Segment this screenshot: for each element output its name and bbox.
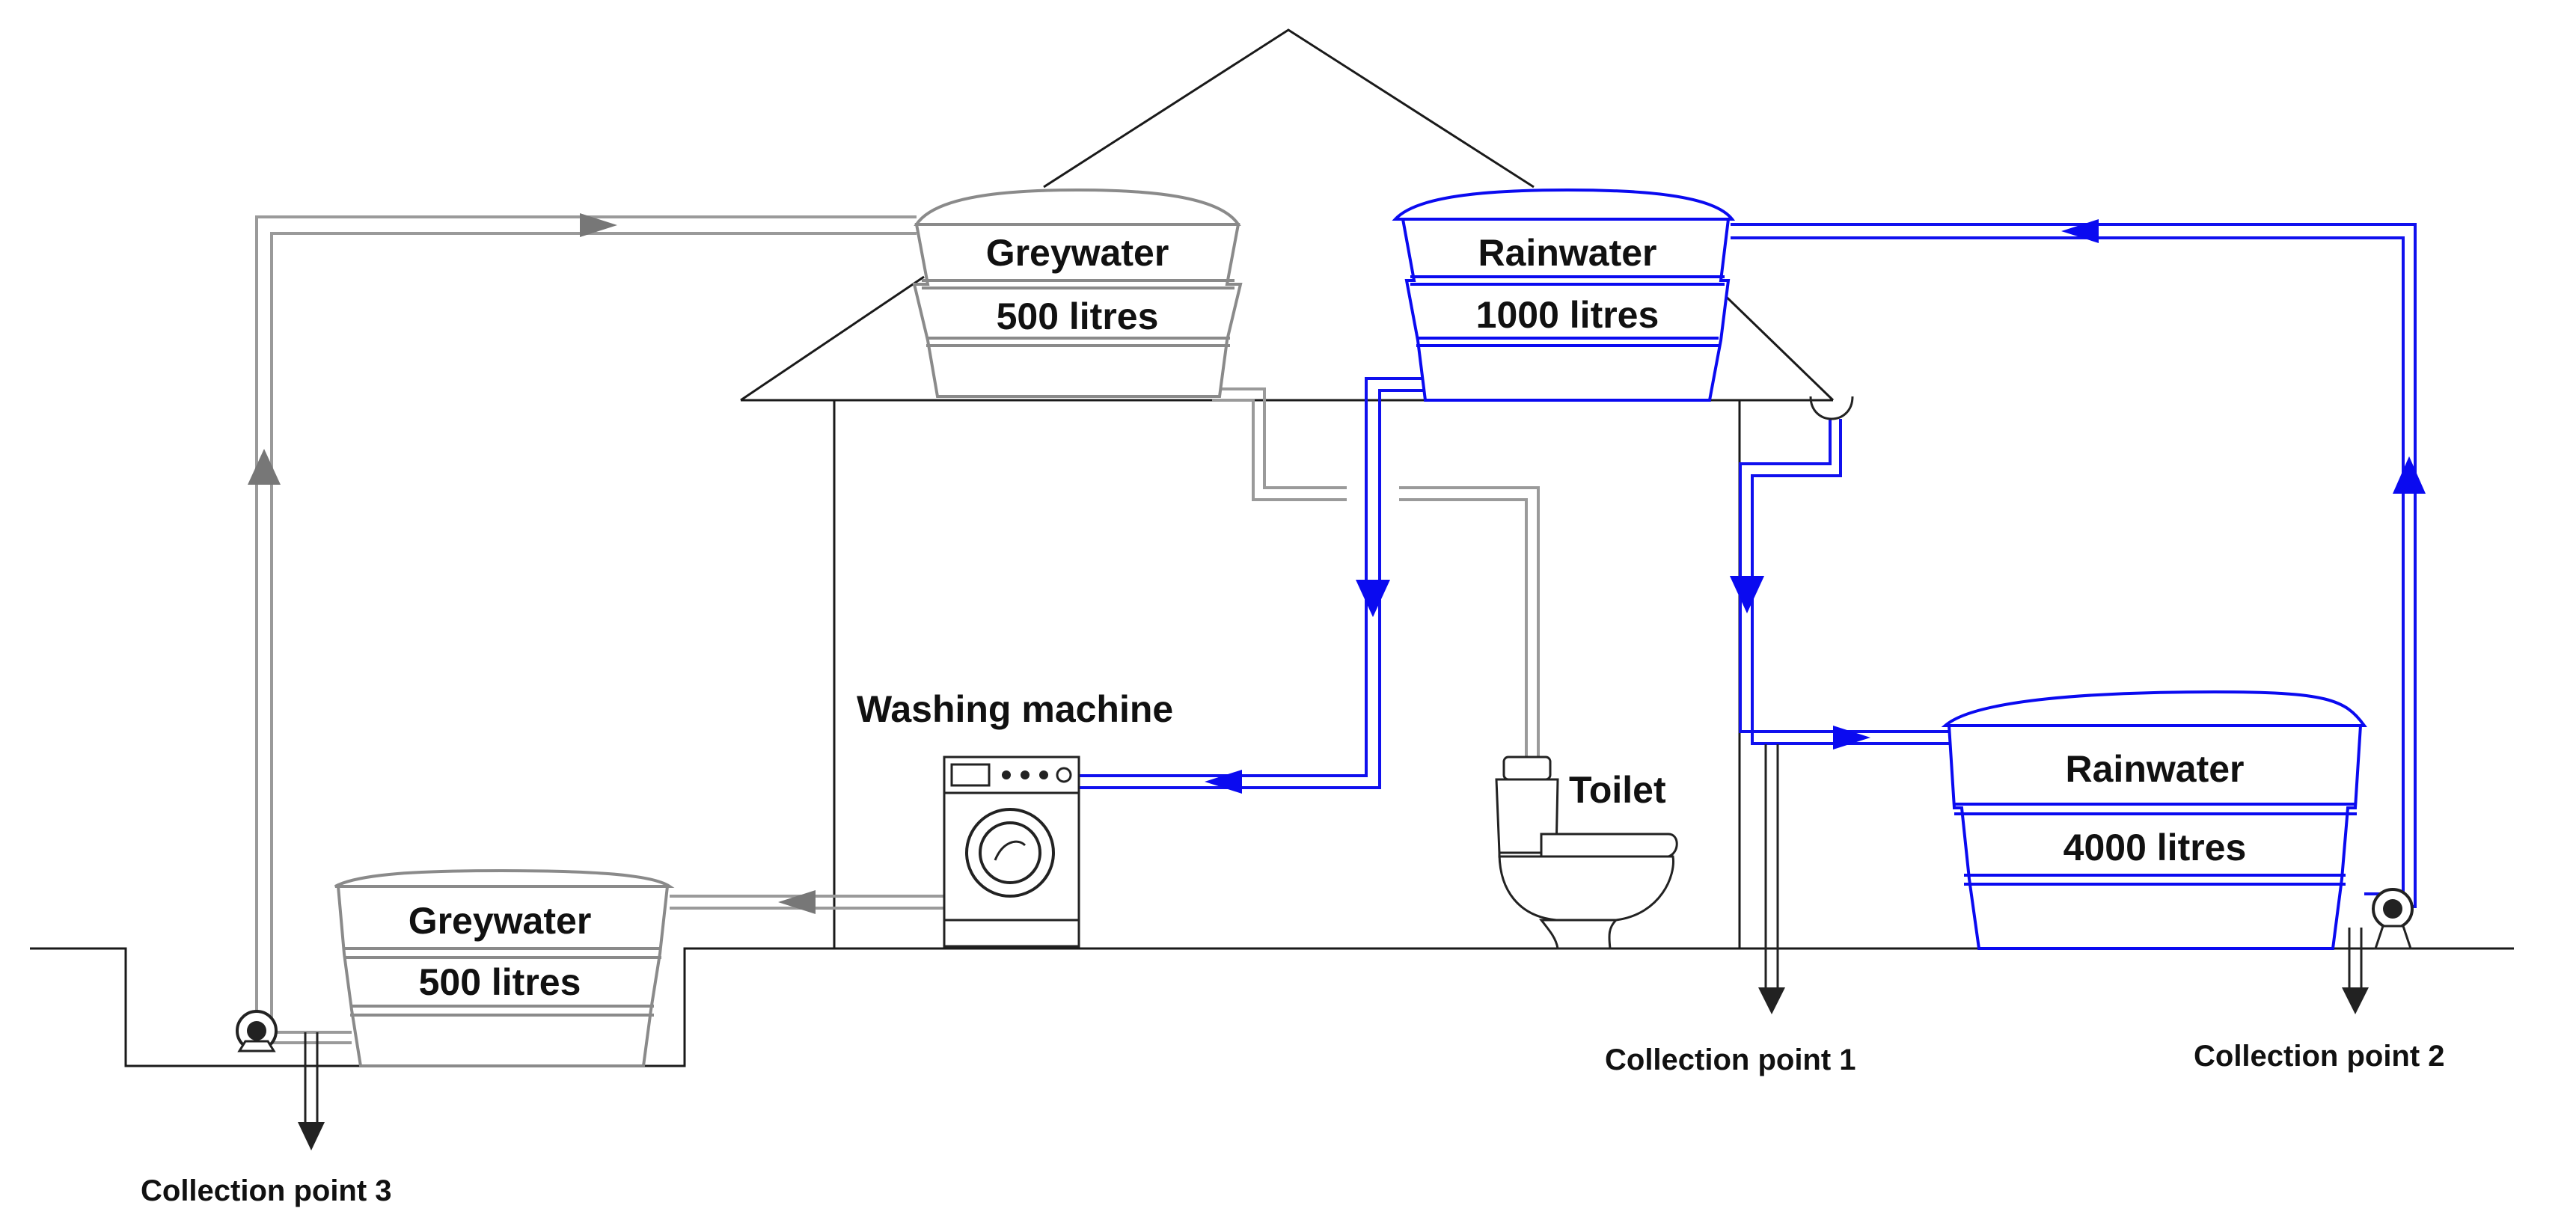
grey-ground-tank-name: Greywater [409, 900, 592, 942]
rainwater-roof-tank [1392, 188, 1736, 402]
rain-ground-tank-capacity: 4000 litres [2063, 827, 2247, 868]
grey-roof-tank-capacity: 500 litres [997, 295, 1159, 337]
greywater-ground-tank [334, 868, 675, 1067]
collection-outlet-2 [2342, 928, 2369, 1014]
washing-machine-label: Washing machine [857, 688, 1173, 730]
collection-outlet-3 [298, 1032, 325, 1150]
rain-roof-tank-capacity: 1000 litres [1476, 294, 1659, 336]
washing-machine-icon [943, 756, 1080, 948]
pump-icon [236, 1010, 278, 1052]
toilet-label: Toilet [1569, 769, 1666, 811]
pump-icon [2372, 888, 2414, 950]
collection-point-3-label: Collection point 3 [141, 1174, 392, 1207]
toilet-icon [1495, 756, 1678, 950]
rainwater-ground-tank [1941, 690, 2367, 950]
rain-roof-tank-name: Rainwater [1478, 232, 1657, 274]
downpipe-icon [1809, 396, 1854, 420]
grey-roof-tank-name: Greywater [986, 232, 1169, 274]
rain-ground-tank-name: Rainwater [2066, 748, 2245, 790]
collection-point-1-label: Collection point 1 [1605, 1043, 1856, 1076]
greywater-roof-tank [912, 188, 1243, 398]
arrow-icon [248, 213, 2426, 914]
collection-point-2-label: Collection point 2 [2194, 1040, 2445, 1073]
grey-ground-tank-capacity: 500 litres [419, 961, 581, 1003]
collection-outlet-1 [1758, 744, 1785, 1014]
